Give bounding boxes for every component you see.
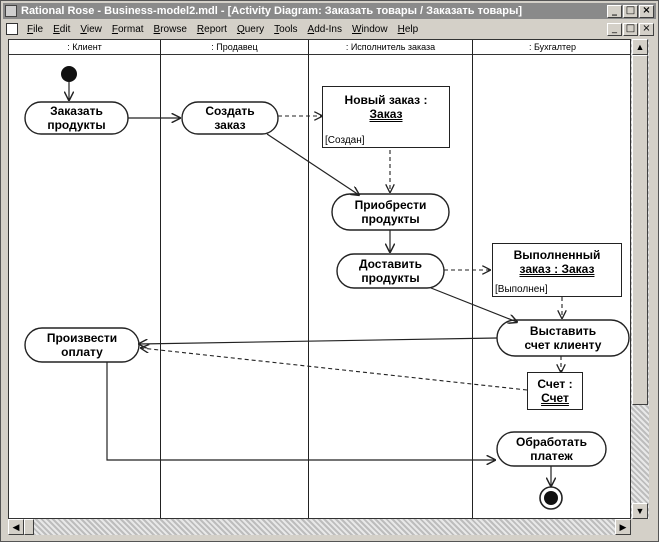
transition-arrow[interactable] [139,337,498,344]
activity-create-order[interactable] [181,101,279,135]
menu-report[interactable]: Report [196,23,227,35]
size-grip[interactable] [631,519,649,535]
menu-query[interactable]: Query [236,23,265,35]
swimlane-header-accountant[interactable]: : Бухгалтер [473,40,630,55]
object-name: Счет : [537,377,573,391]
doc-close-button[interactable]: × [639,22,654,36]
scroll-down-button[interactable]: ▼ [632,503,648,519]
menu-tools[interactable]: Tools [274,23,298,35]
activity-label-process-payment: Обработать платеж [516,435,587,463]
activity-label-make-payment: Произвести оплату [46,331,118,359]
transition-arrow[interactable] [106,362,495,460]
activity-deliver-products[interactable] [336,253,445,289]
object-state: [Создан] [325,135,365,146]
horizontal-scroll-thumb[interactable] [24,519,34,535]
swimlane-header-executor[interactable]: : Исполнитель заказа [309,40,472,55]
doc-restore-button[interactable]: □ [623,22,638,36]
activity-label-order-products: Заказать продукты [47,104,106,132]
activity-label-create-order: Создать заказ [205,104,255,132]
document-icon[interactable] [6,23,18,35]
activity-label-deliver-products: Доставить продукты [358,257,423,285]
object-completed-order[interactable]: Выполненный заказ : Заказ [Выполнен] [492,243,622,297]
menu-window[interactable]: Window [352,23,388,35]
object-name: Новый заказ : [344,93,428,107]
rose-app-icon[interactable] [5,5,17,17]
doc-minimize-button[interactable]: _ [607,22,622,36]
diagram-graphics [24,66,630,510]
object-class: Заказ [369,107,403,121]
vertical-scroll-thumb[interactable] [632,55,648,405]
diagram-canvas[interactable]: : Клиент : Продавец : Исполнитель заказа… [8,39,631,519]
minimize-button[interactable]: _ [607,4,622,18]
transition-arrow[interactable] [430,287,517,322]
scroll-up-button[interactable]: ▲ [632,39,648,55]
menu-bar: File Edit View Format Browse Report Quer… [3,20,656,38]
swimlane-divider [472,40,473,518]
activity-label-acquire-products: Приобрести продукты [354,198,427,226]
horizontal-scrollbar[interactable]: ◀ ▶ [8,519,631,535]
menu-view[interactable]: View [80,23,102,35]
menu-edit[interactable]: Edit [53,23,71,35]
close-button[interactable]: × [639,4,654,18]
object-name: Выполненный [513,248,601,262]
object-flow-arrow[interactable] [141,348,528,391]
menu-add-ins[interactable]: Add-Ins [307,23,342,35]
end-state-core [544,491,558,505]
object-class: заказ : Заказ [519,262,595,276]
object-invoice[interactable]: Счет : Счет [527,372,583,410]
start-state[interactable] [61,66,77,82]
object-new-order[interactable]: Новый заказ : Заказ [Создан] [322,86,450,148]
vertical-scrollbar[interactable]: ▲ ▼ [631,39,649,519]
swimlane-divider [160,40,161,518]
object-state: [Выполнен] [495,284,548,295]
menu-help[interactable]: Help [397,23,419,35]
swimlane-divider [308,40,309,518]
menu-file[interactable]: File [27,23,44,35]
scroll-left-button[interactable]: ◀ [8,519,24,535]
swimlane-header-seller[interactable]: : Продавец [161,40,308,55]
title-bar[interactable]: Rational Rose - Business-model2.mdl - [A… [3,3,656,19]
scroll-right-button[interactable]: ▶ [615,519,631,535]
menu-format[interactable]: Format [111,23,144,35]
maximize-button[interactable]: □ [623,4,638,18]
activity-label-issue-invoice: Выставить счет клиенту [524,324,602,352]
transition-arrow[interactable] [266,133,359,195]
menu-browse[interactable]: Browse [153,23,187,35]
object-class: Счет [541,391,569,405]
swimlane-header-client[interactable]: : Клиент [9,40,160,55]
window-title: Rational Rose - Business-model2.mdl - [A… [21,5,523,17]
